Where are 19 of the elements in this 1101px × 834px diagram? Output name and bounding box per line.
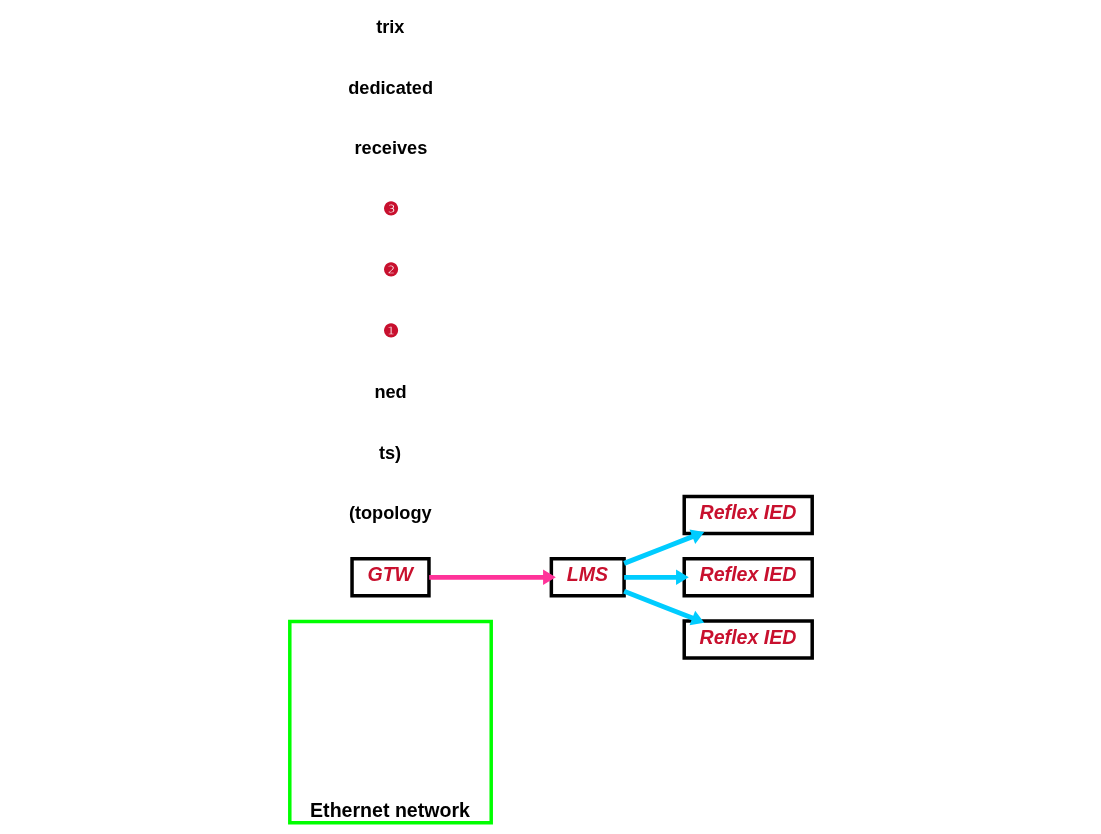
node-box: LMS [549, 557, 626, 598]
arrow [622, 589, 704, 626]
arrow [428, 569, 556, 586]
label: ned [373, 381, 407, 402]
label: ts) [378, 442, 401, 463]
node-box: GTW [349, 557, 431, 598]
label: trix [375, 16, 404, 37]
node-box: Reflex IED [681, 619, 814, 660]
node-box: Ethernet network [287, 619, 493, 825]
label: receives [353, 138, 427, 159]
label: ❷ [382, 260, 399, 281]
label: ❶ [382, 320, 399, 341]
node-box: Reflex IED [681, 494, 814, 536]
arrow [623, 569, 689, 586]
label: dedicated [347, 77, 433, 98]
label: ❸ [382, 199, 399, 220]
arrow [622, 529, 704, 566]
node-box: Reflex IED [681, 557, 814, 598]
label: (topology [348, 503, 432, 524]
